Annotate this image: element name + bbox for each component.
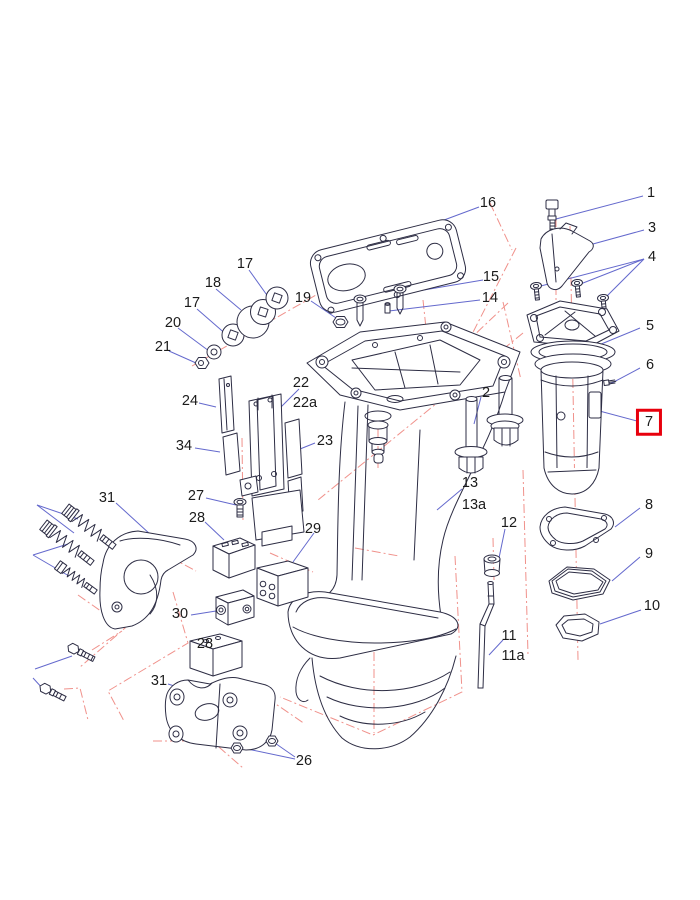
part-7-mount-body bbox=[540, 361, 604, 495]
part-label-26: 26 bbox=[295, 752, 313, 769]
small-bolts bbox=[39, 642, 96, 702]
part-21-nut bbox=[194, 357, 210, 369]
part-17-washer-right bbox=[265, 286, 289, 310]
part-10-ring bbox=[555, 613, 600, 642]
part-26-nuts bbox=[230, 735, 279, 754]
part-label-7-highlighted[interactable]: 7 bbox=[635, 408, 663, 436]
part-27-screw bbox=[233, 498, 247, 518]
part-label-2: 2 bbox=[481, 384, 491, 401]
part-13-housing bbox=[287, 391, 506, 750]
part-label-31-b: 31 bbox=[150, 672, 168, 689]
part-2-studs bbox=[454, 375, 524, 474]
part-3-plate bbox=[539, 222, 594, 291]
part-15-screws bbox=[353, 284, 407, 327]
part-label-11a: 11a bbox=[501, 647, 525, 664]
part-label-14: 14 bbox=[481, 289, 499, 306]
part-label-8: 8 bbox=[644, 496, 654, 513]
part-label-19: 19 bbox=[294, 289, 312, 306]
part-12-grommet bbox=[483, 554, 501, 577]
part-label-22a: 22a bbox=[292, 394, 318, 411]
part-28-block-lower bbox=[189, 633, 243, 677]
part-6-screw bbox=[603, 379, 617, 387]
part-label-20: 20 bbox=[164, 314, 182, 331]
part-label-29: 29 bbox=[304, 520, 322, 537]
part-20-washer bbox=[206, 344, 222, 360]
part-label-11: 11 bbox=[501, 627, 517, 644]
part-label-6: 6 bbox=[645, 356, 655, 373]
part-label-4: 4 bbox=[647, 248, 657, 265]
part-34-block bbox=[222, 432, 241, 476]
part-label-13: 13 bbox=[461, 474, 479, 491]
part-label-28-a: 28 bbox=[188, 509, 206, 526]
housing-top-plate bbox=[306, 321, 521, 411]
part-4-screws bbox=[530, 278, 609, 313]
part-8-gasket bbox=[539, 506, 614, 551]
part-16-gasket bbox=[309, 219, 467, 314]
part-label-16: 16 bbox=[479, 194, 497, 211]
part-24-strip bbox=[218, 375, 235, 434]
part-label-34: 34 bbox=[175, 437, 193, 454]
part-label-30: 30 bbox=[171, 605, 189, 622]
part-9-ring bbox=[548, 566, 611, 601]
part-label-17-b: 17 bbox=[183, 294, 201, 311]
part-31-bracket-lower bbox=[164, 677, 276, 751]
part-label-21: 21 bbox=[154, 338, 172, 355]
part-19-nut bbox=[332, 316, 349, 328]
part-31-bracket-upper bbox=[99, 530, 197, 630]
part-label-27: 27 bbox=[187, 487, 205, 504]
part-label-22: 22 bbox=[292, 374, 310, 391]
part-label-15: 15 bbox=[482, 268, 500, 285]
part-label-1: 1 bbox=[646, 184, 656, 201]
part-label-12: 12 bbox=[500, 514, 518, 531]
part-label-31-a: 31 bbox=[98, 489, 116, 506]
part-label-9: 9 bbox=[644, 545, 654, 562]
spring-bolts bbox=[39, 503, 117, 595]
part-14-pin bbox=[384, 302, 391, 314]
part-28-block-upper bbox=[212, 537, 256, 579]
part-label-13a: 13a bbox=[461, 496, 487, 513]
part-label-24: 24 bbox=[181, 392, 199, 409]
part-label-3: 3 bbox=[647, 219, 657, 236]
part-label-18: 18 bbox=[204, 274, 222, 291]
part-22-bracket bbox=[239, 393, 305, 547]
part-label-17-a: 17 bbox=[236, 255, 254, 272]
part-30-block bbox=[215, 589, 255, 626]
part-11-water-tube bbox=[477, 581, 495, 689]
shift-bellows bbox=[364, 410, 392, 464]
part-1-bolt bbox=[545, 199, 559, 232]
part-label-23: 23 bbox=[316, 432, 334, 449]
part-label-5: 5 bbox=[645, 317, 655, 334]
part-29-block bbox=[256, 560, 309, 607]
part-label-28-b: 28 bbox=[196, 635, 214, 652]
part-label-10: 10 bbox=[643, 597, 661, 614]
